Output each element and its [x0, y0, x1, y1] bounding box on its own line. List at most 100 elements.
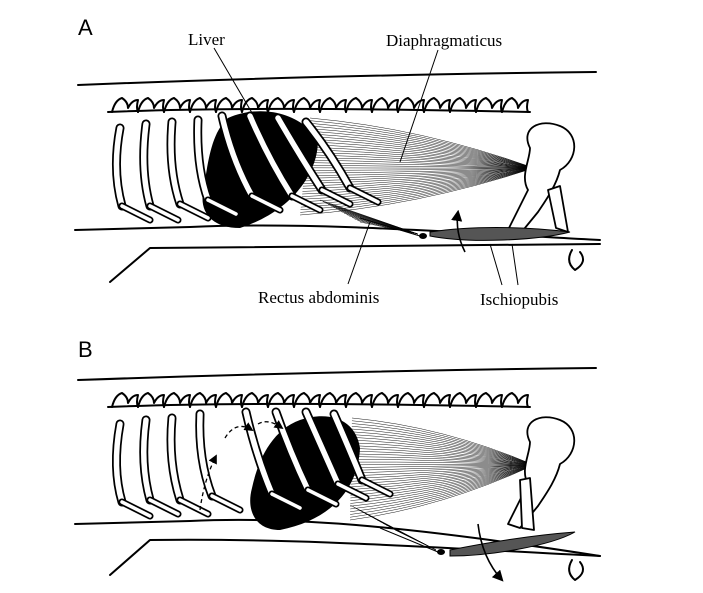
- panel-a-diaphragmaticus: [299, 117, 535, 235]
- panel-a-vertebra-4: [189, 97, 217, 113]
- panel-a-ischio-leader1: [489, 243, 503, 286]
- panel-b-sternal-7: [336, 482, 368, 500]
- panel-a-fiber-14: [306, 151, 535, 169]
- panel-b-fiber-32: [350, 464, 535, 504]
- panel-a-fiber-23: [304, 167, 535, 176]
- panel-b-fiber-31: [350, 464, 535, 501]
- panel-b-fiber-6: [351, 431, 535, 466]
- panel-b-fiber-15: [351, 456, 535, 466]
- panel-a-fiber-9: [307, 138, 535, 169]
- panel-a-letter: A: [78, 15, 93, 40]
- panel-a-vertebra-13: [423, 97, 451, 113]
- panel-a-rib-8: [303, 119, 353, 191]
- panel-b-vertebra-10: [345, 392, 373, 408]
- panel-a-sternal-5: [250, 194, 282, 212]
- panel-b-fiber-20: [350, 464, 535, 471]
- panel-b-fiber-14: [351, 453, 535, 466]
- panel-b-pubis: [519, 477, 535, 531]
- panel-a-sternal-6: [290, 194, 322, 212]
- panel-a: A Liver Diaphragmaticus: [74, 15, 601, 309]
- panel-b-vertebra-7: [267, 392, 295, 408]
- panel-b-vertebra-14: [449, 392, 477, 408]
- panel-a-sternal-3: [178, 202, 210, 220]
- panel-b-letter: B: [78, 337, 93, 362]
- panel-a-vertebra-9: [319, 97, 347, 113]
- panel-a-ischiopubis-label: Ischiopubis: [480, 290, 558, 309]
- panel-a-fiber-5: [308, 128, 535, 169]
- panel-b-vertebra-6: [241, 392, 269, 408]
- panel-b-vertebra-3: [163, 392, 191, 408]
- panel-a-vertebra-11: [371, 97, 399, 113]
- panel-a-belly-line: [109, 243, 601, 283]
- panel-a-fiber-7: [308, 133, 535, 169]
- panel-b-vertebra-12: [397, 392, 425, 408]
- panel-b-rib-7: [303, 409, 341, 487]
- panel-a-fiber-12: [307, 146, 535, 169]
- panel-b-rectus-tendon: [379, 527, 439, 553]
- panel-b-fiber-29: [350, 464, 535, 496]
- panel-a-rectus-label: Rectus abdominis: [258, 288, 379, 307]
- panel-b-fiber-5: [351, 428, 535, 466]
- panel-b-vertebra-1: [111, 392, 139, 408]
- panel-b-fiber-11: [351, 445, 535, 466]
- panel-b-vertebra-9: [319, 392, 347, 408]
- panel-a-fiber-34: [301, 167, 535, 205]
- panel-b-fiber-2: [351, 420, 535, 466]
- panel-a-sternal-8: [348, 186, 380, 204]
- panel-a-diaphragmaticus-label: Diaphragmaticus: [386, 31, 502, 50]
- panel-b-belly-line: [109, 538, 601, 576]
- panel-b-rib-2: [141, 417, 153, 503]
- panel-a-spine: [107, 108, 531, 113]
- panel-a-fiber-3: [309, 123, 535, 169]
- panel-b-sternal-4: [210, 494, 242, 512]
- panel-b-fiber-35: [350, 464, 535, 512]
- panel-b-fiber-23: [350, 464, 535, 479]
- panel-a-fiber-26: [303, 167, 535, 184]
- panel-b-lower-fiber-16: [394, 529, 437, 551]
- panel-a-fiber-1: [309, 117, 535, 169]
- panel-b-fiber-37: [350, 464, 535, 518]
- panel-a-vertebra-8: [293, 97, 321, 113]
- panel-a-fiber-4: [309, 125, 535, 169]
- panel-b-ribs: [111, 407, 394, 520]
- panel-b-arrow: [477, 523, 504, 582]
- panel-a-dorsal-outline: [77, 71, 597, 86]
- panel-b-rib-4: [197, 411, 215, 499]
- panel-b-tendon-node: [437, 549, 445, 555]
- panel-b-fiber-36: [350, 464, 535, 515]
- panel-b-vertebrae: [111, 392, 529, 408]
- panel-b-sternal-2: [148, 498, 180, 516]
- panel-a-ischio-leader2: [511, 243, 519, 286]
- panel-b-fiber-16: [351, 459, 535, 466]
- panel-b-rib-3: [168, 415, 183, 503]
- panel-a-fiber-28: [302, 167, 535, 190]
- panel-a-fiber-13: [306, 149, 535, 169]
- panel-a-rib-3: [168, 119, 183, 207]
- panel-a-vertebra-15: [475, 97, 503, 113]
- panel-a-rib-5: [219, 113, 255, 199]
- panel-a-vertebra-16: [501, 97, 529, 113]
- panel-a-rib-6: [247, 113, 295, 199]
- panel-a-liver-label: Liver: [188, 30, 225, 49]
- panel-b-fiber-9: [351, 439, 535, 466]
- panel-b-rib-5: [243, 409, 275, 497]
- panel-a-ischiopubis-muscle: [429, 227, 571, 241]
- panel-b-vertebra-15: [475, 392, 503, 408]
- panel-a-pelvis: [507, 122, 576, 235]
- panel-b-sternal-8: [360, 478, 392, 496]
- panel-a-fiber-36: [300, 167, 535, 210]
- panel-a-rib-1: [113, 125, 125, 209]
- panel-b-fiber-12: [351, 448, 535, 466]
- panel-a-rectus-tendon: [359, 217, 421, 237]
- panel-b-rib-6: [273, 409, 311, 493]
- panel-b-pelvis: [507, 416, 576, 529]
- panel-b-fiber-7: [351, 434, 535, 466]
- panel-a-vertebra-3: [163, 97, 191, 113]
- panel-a-vertebra-5: [215, 97, 243, 113]
- panel-b-vertebra-16: [501, 392, 529, 408]
- panel-b-spine: [107, 403, 531, 408]
- panel-b-vertebra-2: [137, 392, 165, 408]
- panel-a-fiber-11: [307, 143, 535, 169]
- panel-b-fiber-8: [351, 437, 535, 466]
